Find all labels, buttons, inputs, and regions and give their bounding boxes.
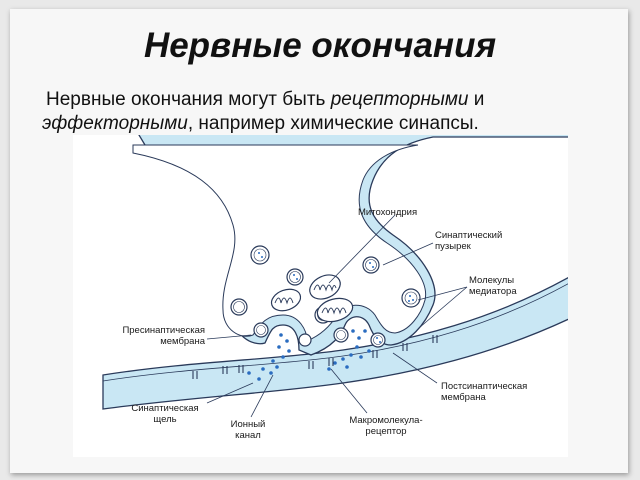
presynaptic-cytoplasm bbox=[132, 144, 427, 342]
synaptic-vesicle bbox=[336, 330, 346, 340]
intro-italic-effector: эффекторными bbox=[42, 113, 188, 134]
postsynaptic-membrane bbox=[102, 276, 568, 410]
slide-title: Нервные окончания bbox=[143, 26, 497, 65]
label-receptor-line2: рецептор bbox=[365, 426, 407, 437]
postsynaptic-inner-line bbox=[102, 283, 568, 382]
synaptic-vesicle bbox=[233, 301, 245, 313]
label-postsynaptic-line2: мембрана bbox=[441, 392, 486, 403]
synaptic-vesicle bbox=[253, 248, 267, 262]
label-ion-channel-line1: Ионный bbox=[230, 419, 266, 430]
leader-postsynaptic bbox=[392, 352, 438, 384]
synaptic-vesicle bbox=[256, 325, 266, 335]
leader-receptor bbox=[330, 368, 368, 414]
leader-ion-channel bbox=[250, 374, 274, 418]
synapse-diagram-svg bbox=[102, 135, 568, 418]
intro-text-part: и bbox=[468, 89, 485, 110]
label-vesicle-line1: Синаптический bbox=[435, 230, 503, 241]
label-cleft-line2: щель bbox=[153, 414, 177, 425]
synaptic-vesicle bbox=[365, 259, 377, 271]
label-vesicle-line2: пузырек bbox=[435, 241, 471, 252]
leader-cleft bbox=[206, 382, 254, 404]
mediator-molecules bbox=[247, 329, 371, 381]
intro-line-1: Нервные окончания могут быть рецепторным… bbox=[46, 88, 606, 112]
label-receptor-line1: Макромолекула- bbox=[349, 415, 423, 426]
synaptic-vesicle bbox=[289, 271, 301, 283]
label-presynaptic-line1: Пресинаптическая bbox=[122, 325, 205, 336]
label-receptor: Макромолекула-рецептор bbox=[341, 415, 431, 437]
vesicle-dots bbox=[258, 252, 414, 343]
label-postsynaptic-line1: Постсинаптическая bbox=[441, 381, 528, 392]
leader-mitochondria bbox=[328, 214, 396, 284]
label-mitochondria: Митохондрия bbox=[358, 207, 418, 218]
synaptic-vesicle bbox=[373, 335, 383, 345]
intro-text-part: Нервные окончания могут быть bbox=[46, 89, 331, 110]
label-cleft-line1: Синаптическая bbox=[131, 403, 199, 414]
synaptic-vesicle bbox=[298, 333, 312, 347]
intro-line-2: эффекторными, например химические синапс… bbox=[42, 112, 606, 136]
leader-mediator-2 bbox=[418, 286, 468, 329]
intro-text-part: , например химические синапсы. bbox=[187, 113, 479, 134]
label-ion-channel-line2: канал bbox=[235, 430, 261, 441]
leader-vesicle bbox=[382, 242, 434, 266]
label-mediator-line1: Молекулы bbox=[469, 275, 515, 286]
ion-channels bbox=[192, 335, 438, 379]
leader-mediator bbox=[417, 286, 468, 301]
slide-intro-text: Нервные окончания могут быть рецепторным… bbox=[42, 88, 606, 136]
label-mediator-line2: медиатора bbox=[469, 286, 517, 297]
intro-italic-receptor: рецепторными bbox=[330, 89, 469, 110]
leader-presynaptic bbox=[206, 334, 252, 340]
label-presynaptic-line2: мембрана bbox=[160, 336, 205, 347]
synaptic-vesicle bbox=[404, 291, 418, 305]
